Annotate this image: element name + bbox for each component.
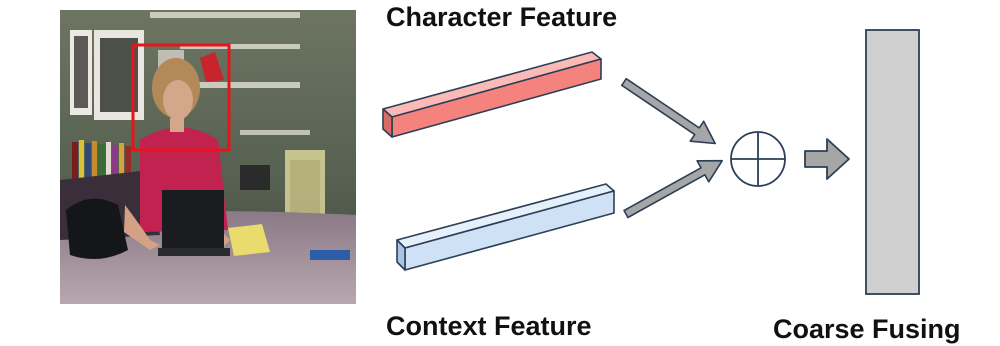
character-feature-bar [382,51,602,138]
arrow-sum-to-fused [804,138,850,180]
character-bounding-box [131,43,231,152]
arrow-context-to-sum [623,159,724,219]
sum-operator-icon [730,131,786,187]
coarse-fused-feature-block [865,29,920,295]
arrow-character-to-sum [620,77,716,145]
character-feature-label: Character Feature [386,2,617,32]
context-feature-bar [396,183,615,271]
context-feature-label: Context Feature [386,311,592,341]
coarse-fusing-label: Coarse Fusing [773,314,961,344]
scene-image [60,10,356,304]
